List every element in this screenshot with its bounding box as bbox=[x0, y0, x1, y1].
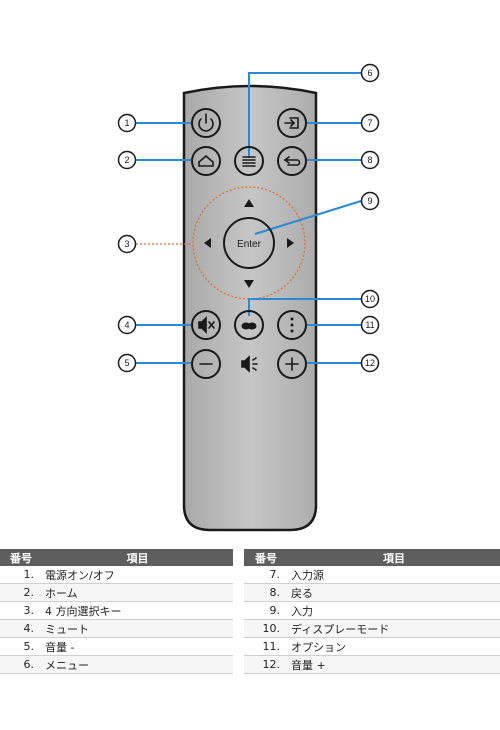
display-mode-button[interactable] bbox=[234, 310, 264, 340]
callout-label-8: 8 bbox=[367, 155, 372, 165]
callout-label-1: 1 bbox=[124, 118, 129, 128]
arrow-up-icon[interactable] bbox=[244, 199, 254, 207]
arrow-right-icon[interactable] bbox=[287, 238, 294, 248]
row-number: 10. bbox=[244, 619, 288, 638]
callout-circle-2 bbox=[117, 150, 137, 170]
row-number: 2. bbox=[0, 583, 42, 602]
enter-button[interactable] bbox=[223, 217, 275, 269]
row-item: 電源オン/オフ bbox=[42, 566, 233, 584]
input-source-icon bbox=[284, 117, 299, 129]
row-number: 6. bbox=[0, 655, 42, 674]
row-number: 12. bbox=[244, 655, 288, 674]
row-number: 11. bbox=[244, 637, 288, 656]
callout-circle-9 bbox=[360, 191, 380, 211]
home-button[interactable] bbox=[191, 146, 221, 176]
back-icon bbox=[283, 156, 301, 166]
callout-label-4: 4 bbox=[124, 320, 129, 330]
arrow-down-icon[interactable] bbox=[244, 280, 254, 288]
table-row: 9.入力 bbox=[244, 601, 500, 620]
row-item: 戻る bbox=[288, 583, 500, 602]
mute-button[interactable] bbox=[191, 310, 221, 340]
volume-down-button[interactable] bbox=[191, 349, 221, 379]
enter-label: Enter bbox=[237, 239, 262, 250]
arrow-left-icon[interactable] bbox=[204, 238, 211, 248]
row-number: 9. bbox=[244, 601, 288, 620]
row-item: ディスプレーモード bbox=[288, 619, 500, 638]
volume-up-button[interactable] bbox=[277, 349, 307, 379]
leader-line-6 bbox=[248, 72, 361, 158]
table-row: 8.戻る bbox=[244, 583, 500, 602]
row-item: ミュート bbox=[42, 619, 233, 638]
callout-label-6: 6 bbox=[367, 68, 372, 78]
volume-up-icon bbox=[285, 357, 299, 371]
row-number: 7. bbox=[244, 566, 288, 584]
options-button[interactable] bbox=[277, 310, 307, 340]
table-row: 1.電源オン/オフ bbox=[0, 566, 233, 584]
row-item: 4 方向選択キー bbox=[42, 601, 233, 620]
header-item: 項目 bbox=[42, 549, 233, 566]
mute-icon bbox=[198, 316, 215, 334]
row-item: ホーム bbox=[42, 583, 233, 602]
table-row: 11.オプション bbox=[244, 637, 500, 656]
dpad-highlight-ring bbox=[192, 186, 306, 300]
display-mode-icon bbox=[241, 322, 257, 330]
row-number: 5. bbox=[0, 637, 42, 656]
table-row: 10.ディスプレーモード bbox=[244, 619, 500, 638]
callout-label-5: 5 bbox=[124, 358, 129, 368]
table-row: 5.音量 - bbox=[0, 637, 233, 656]
callout-label-9: 9 bbox=[367, 196, 372, 206]
row-item: 音量 - bbox=[42, 637, 233, 656]
row-number: 1. bbox=[0, 566, 42, 584]
options-icon bbox=[290, 317, 294, 333]
row-item: 入力 bbox=[288, 601, 500, 620]
callout-label-3: 3 bbox=[124, 239, 129, 249]
callout-circle-11 bbox=[360, 315, 380, 335]
callout-label-2: 2 bbox=[124, 155, 129, 165]
header-number: 番号 bbox=[0, 549, 42, 566]
table-row: 6.メニュー bbox=[0, 655, 233, 674]
callout-circle-6 bbox=[360, 63, 380, 83]
callout-circle-3 bbox=[117, 234, 137, 254]
callout-label-12: 12 bbox=[365, 358, 375, 368]
row-item: 入力源 bbox=[288, 566, 500, 584]
callout-label-10: 10 bbox=[365, 294, 375, 304]
header-item: 項目 bbox=[288, 549, 500, 566]
row-item: 音量 + bbox=[288, 655, 500, 674]
row-item: メニュー bbox=[42, 655, 233, 674]
back-button[interactable] bbox=[277, 146, 307, 176]
row-number: 4. bbox=[0, 619, 42, 638]
callout-circle-4 bbox=[117, 315, 137, 335]
home-icon bbox=[198, 154, 214, 167]
speaker-icon bbox=[241, 355, 258, 373]
callout-circle-7 bbox=[360, 113, 380, 133]
callout-circle-10 bbox=[360, 289, 380, 309]
menu-icon bbox=[242, 156, 256, 167]
power-button[interactable] bbox=[191, 108, 221, 138]
legend-table-right: 番号 項目 7.入力源 8.戻る 9.入力 10.ディスプレーモード 11.オプ… bbox=[244, 549, 500, 674]
header-number: 番号 bbox=[244, 549, 288, 566]
row-number: 3. bbox=[0, 601, 42, 620]
leader-line-9 bbox=[254, 200, 362, 235]
callout-circle-5 bbox=[117, 353, 137, 373]
table-row: 12.音量 + bbox=[244, 655, 500, 674]
table-row: 7.入力源 bbox=[244, 566, 500, 584]
legend-table-left: 番号 項目 1.電源オン/オフ 2.ホーム 3.4 方向選択キー 4.ミュート … bbox=[0, 549, 233, 674]
table-row: 3.4 方向選択キー bbox=[0, 601, 233, 620]
callout-label-11: 11 bbox=[365, 320, 374, 330]
callout-label-7: 7 bbox=[367, 118, 372, 128]
table-row: 2.ホーム bbox=[0, 583, 233, 602]
menu-button[interactable] bbox=[234, 146, 264, 176]
power-icon bbox=[198, 113, 214, 132]
input-source-button[interactable] bbox=[277, 108, 307, 138]
row-number: 8. bbox=[244, 583, 288, 602]
table-row: 4.ミュート bbox=[0, 619, 233, 638]
callout-circle-1 bbox=[117, 113, 137, 133]
callout-circle-12 bbox=[360, 353, 380, 373]
callout-circle-8 bbox=[360, 150, 380, 170]
row-item: オプション bbox=[288, 637, 500, 656]
